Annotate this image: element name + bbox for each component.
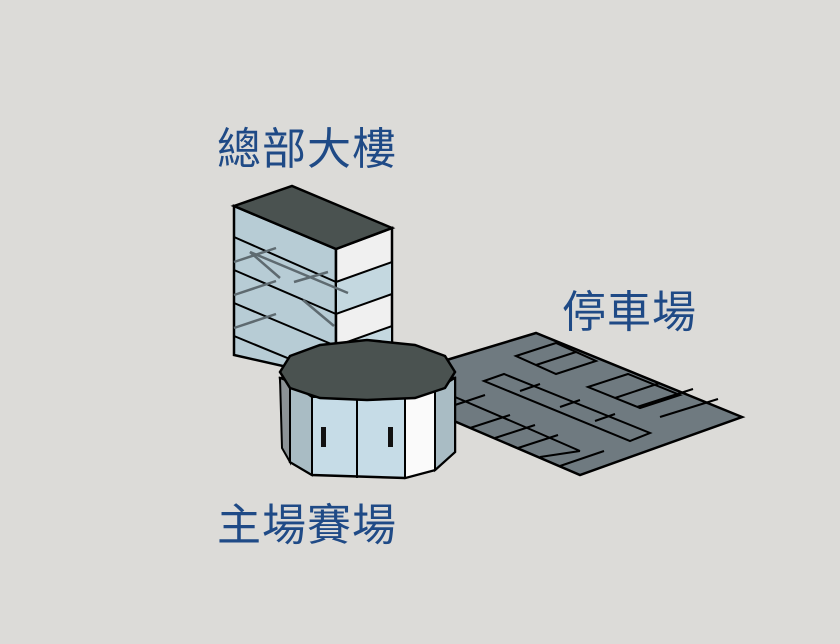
headquarters-label: 總部大樓 (217, 124, 397, 175)
parking-lot-model[interactable] (438, 331, 746, 477)
parking-label: 停車場 (562, 287, 697, 338)
main-arena-label: 主場賽場 (217, 500, 397, 551)
main-arena-model[interactable] (278, 338, 457, 480)
